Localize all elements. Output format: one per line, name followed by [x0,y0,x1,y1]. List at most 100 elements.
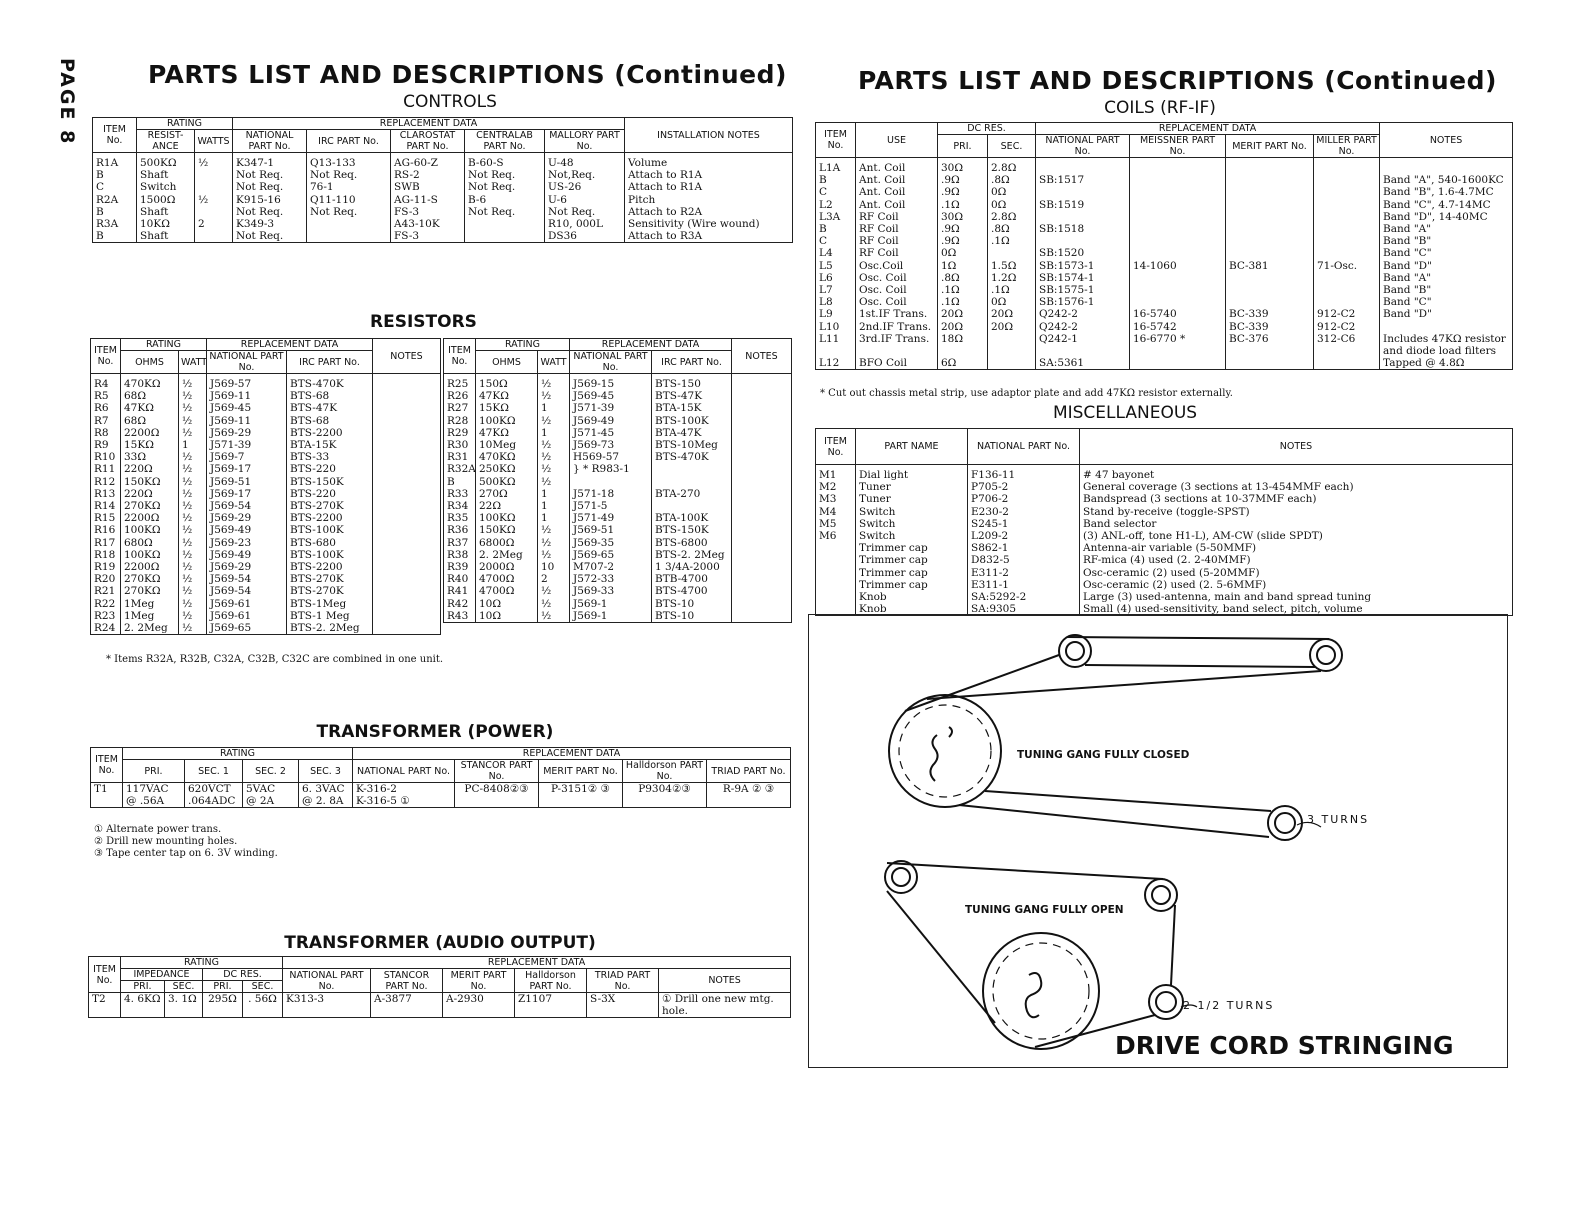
col-item: ITEM No. [88,956,121,993]
cell: Not Req. [464,181,545,194]
cell: J569-54 [206,500,287,513]
cell [194,205,233,219]
tuning-gang-drum-open [982,932,1100,1050]
cell: BTS-2200 [285,426,374,440]
cell [1035,235,1130,248]
cell [815,591,856,604]
cell: 2200Ω [120,561,179,574]
cell: 4. 6KΩ [120,992,165,1018]
col-national: NATIONAL PART No. [206,350,287,374]
cell: J569-11 [206,414,287,427]
cell: . 56Ω [242,992,283,1018]
col-sec3: SEC. 3 [298,759,353,783]
col-stancor: STANCOR PART No. [370,968,443,993]
cell: AG-11-S [390,193,465,206]
cell: L7 [815,284,856,297]
cell: BTS-10 [650,597,733,610]
cell: P705-2 [967,481,1080,494]
cell: Switch [855,505,968,518]
col-watt: WATT [537,350,570,374]
cell: R7 [90,414,121,427]
cell: R11 [90,463,121,476]
coils-title: COILS (RF-IF) [1104,98,1216,118]
cell: 500KΩ [475,475,538,488]
cell: B [92,205,137,219]
cell [855,345,938,358]
notes-cell [372,402,442,415]
col-replacement: REPLACEMENT DATA [1034,122,1381,135]
cell: J569-11 [206,390,287,403]
table-row: T2 4. 6KΩ 3. 1Ω 295Ω . 56Ω K313-3 A-3877… [88,992,792,1018]
cell: 270Ω [475,487,538,501]
cell: U-48 [544,152,625,170]
cell: ½ [178,622,207,635]
col-ohms: OHMS [475,350,538,374]
cell: 1.5Ω [987,259,1036,272]
cell: Tuner [855,493,968,506]
cell: J569-54 [206,585,287,598]
cell: 6. 3VAC @ 2. 8A [298,782,353,808]
left-page-title: PARTS LIST AND DESCRIPTIONS (Continued) [148,60,787,89]
tuning-gang-drum-closed [888,694,1002,808]
cell: E311-1 [967,578,1080,592]
cell: E311-2 [967,566,1080,579]
cell: 1 [178,439,207,452]
notes-cell [731,426,793,440]
cell: J571-39 [569,402,652,415]
cell: 22Ω [475,500,538,513]
cell: J569-73 [569,439,652,452]
notes-cell [372,622,442,635]
col-national: NATIONAL PART No. [967,428,1080,465]
col-name: PART NAME [855,428,968,465]
cell: 3rd.IF Trans. [855,332,938,346]
cell: Band selector [1079,517,1513,531]
notes-cell [731,512,793,525]
cell: 1st.IF Trans. [855,308,938,321]
col-triad: TRIAD PART No. [586,968,659,993]
cell: Ant. Coil [855,157,938,175]
notes-cell [731,487,793,501]
cell: R1A [92,152,137,170]
transformer-audio-title: TRANSFORMER (AUDIO OUTPUT) [284,933,596,953]
cell [815,554,856,567]
cell: Ant. Coil [855,174,938,187]
cell: R8 [90,426,121,440]
cell: R4 [90,373,121,391]
col-sec: SEC. [987,134,1036,158]
cell: BTS-220 [285,487,374,501]
col-replacement: REPLACEMENT DATA [232,117,625,130]
cell [1312,223,1381,236]
cell [1225,174,1314,187]
cell [1225,223,1314,236]
cell: SA:5292-2 [967,591,1080,604]
col-replacement: REPLACEMENT DATA [568,338,733,351]
cell: R26 [443,390,476,403]
cell: BTS-6800 [650,536,733,549]
cell: ½ [537,439,570,452]
cell: FS-3 [390,205,465,219]
cell: Shaft [136,169,195,182]
cell: BTS-4700 [650,585,733,598]
cell: Attach to R3A [624,230,793,243]
cell: Volume [624,152,793,170]
cell: BC-381 [1225,259,1314,272]
cell: Sensitivity (Wire wound) [624,218,793,231]
col-notes: NOTES [657,968,792,993]
cell: BTS-2200 [285,512,374,525]
cell: # 47 bayonet [1079,464,1513,482]
cell [464,230,545,243]
cell: J569-51 [569,524,652,537]
cell: Small (4) used-sensitivity, band select,… [1079,603,1513,616]
